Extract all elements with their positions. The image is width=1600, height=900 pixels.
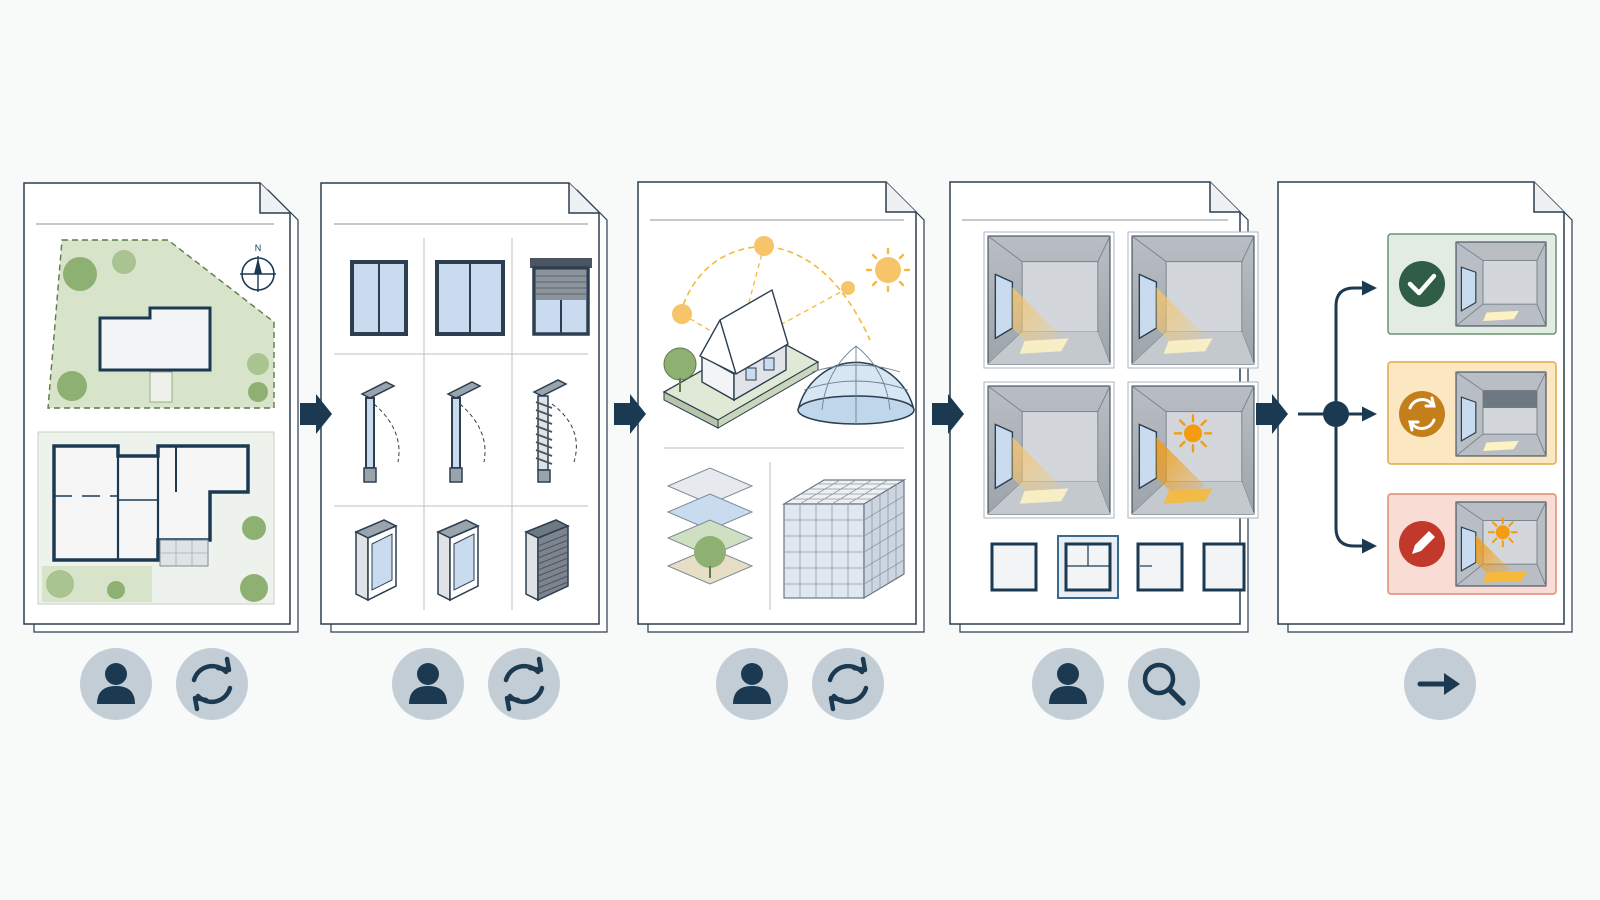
refresh-icon: [1399, 391, 1445, 437]
house-model-icon: [662, 288, 820, 429]
blind-box-icon: [354, 519, 398, 602]
room-render-icon: [1455, 501, 1547, 587]
refresh-icon[interactable]: [488, 648, 560, 720]
room-render-icon: [1455, 371, 1547, 457]
step-4-card: [949, 181, 1259, 633]
compass-label: N: [255, 243, 262, 253]
step-2-card: [320, 182, 608, 633]
arrow-right-icon: [932, 394, 964, 434]
user-icon[interactable]: [80, 648, 152, 720]
roller-shutter-window-icon: [530, 258, 592, 336]
floor-plan-icon: [37, 431, 275, 605]
compass-icon: N: [240, 243, 276, 292]
arrow-right-icon[interactable]: [1404, 648, 1476, 720]
step-5-card: [1277, 181, 1573, 633]
sun-path-icon: [672, 236, 871, 341]
user-icon[interactable]: [392, 648, 464, 720]
room-render-icon: [1455, 241, 1547, 327]
user-icon[interactable]: [1032, 648, 1104, 720]
user-icon[interactable]: [716, 648, 788, 720]
refresh-icon[interactable]: [176, 648, 248, 720]
room-render-icon: [983, 231, 1115, 369]
search-icon[interactable]: [1128, 648, 1200, 720]
step-badges[interactable]: [80, 648, 1476, 720]
check-icon: [1399, 261, 1445, 307]
casement-section-icon: [446, 381, 486, 483]
double-window-icon: [435, 260, 505, 336]
blind-box-icon: [436, 519, 480, 602]
voxel-grid-icon: [781, 478, 907, 600]
arrow-right-icon: [300, 394, 332, 434]
room-thumbnail-icon: [990, 542, 1038, 592]
room-render-icon: [983, 381, 1115, 519]
layer-stack-icon: [666, 467, 754, 585]
casement-section-icon: [360, 381, 400, 483]
glare-sun-icon: [1173, 414, 1213, 453]
connector-arrows: [300, 394, 1288, 434]
sun-icon: [865, 247, 911, 293]
sky-dome-icon: [797, 345, 915, 425]
roller-shutter-icon: [524, 519, 570, 602]
room-thumbnail-icon: [1202, 542, 1246, 592]
arrow-right-icon: [1256, 394, 1288, 434]
refresh-icon[interactable]: [812, 648, 884, 720]
room-render-icon: [1127, 381, 1259, 519]
window-icon: [350, 260, 408, 336]
step-1-card: N: [23, 182, 299, 633]
arrow-right-icon: [614, 394, 646, 434]
room-render-icon: [1127, 231, 1259, 369]
room-thumbnail-icon[interactable]: [1057, 535, 1119, 599]
step-3-card: [637, 181, 925, 633]
branch-node-icon: [1298, 280, 1377, 554]
room-thumbnail-icon: [1136, 542, 1184, 592]
louvre-section-icon: [532, 379, 577, 483]
site-plan-icon: [47, 239, 275, 409]
